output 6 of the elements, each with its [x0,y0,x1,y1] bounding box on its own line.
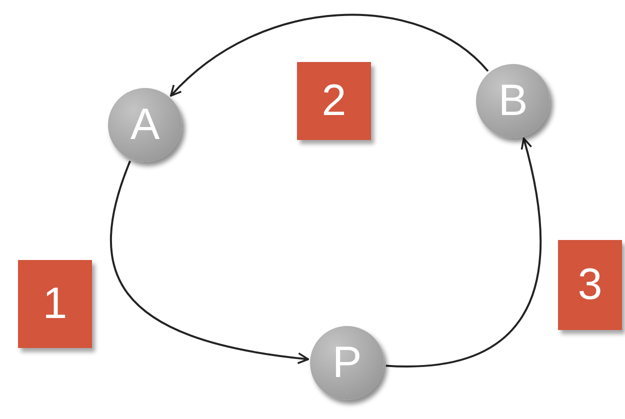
number-box: 1 [18,260,92,348]
number-box: 2 [297,62,371,140]
curved-arrow [170,14,489,97]
number-box: 3 [558,240,622,330]
curved-arrow [386,138,542,368]
curved-arrow [110,160,310,364]
